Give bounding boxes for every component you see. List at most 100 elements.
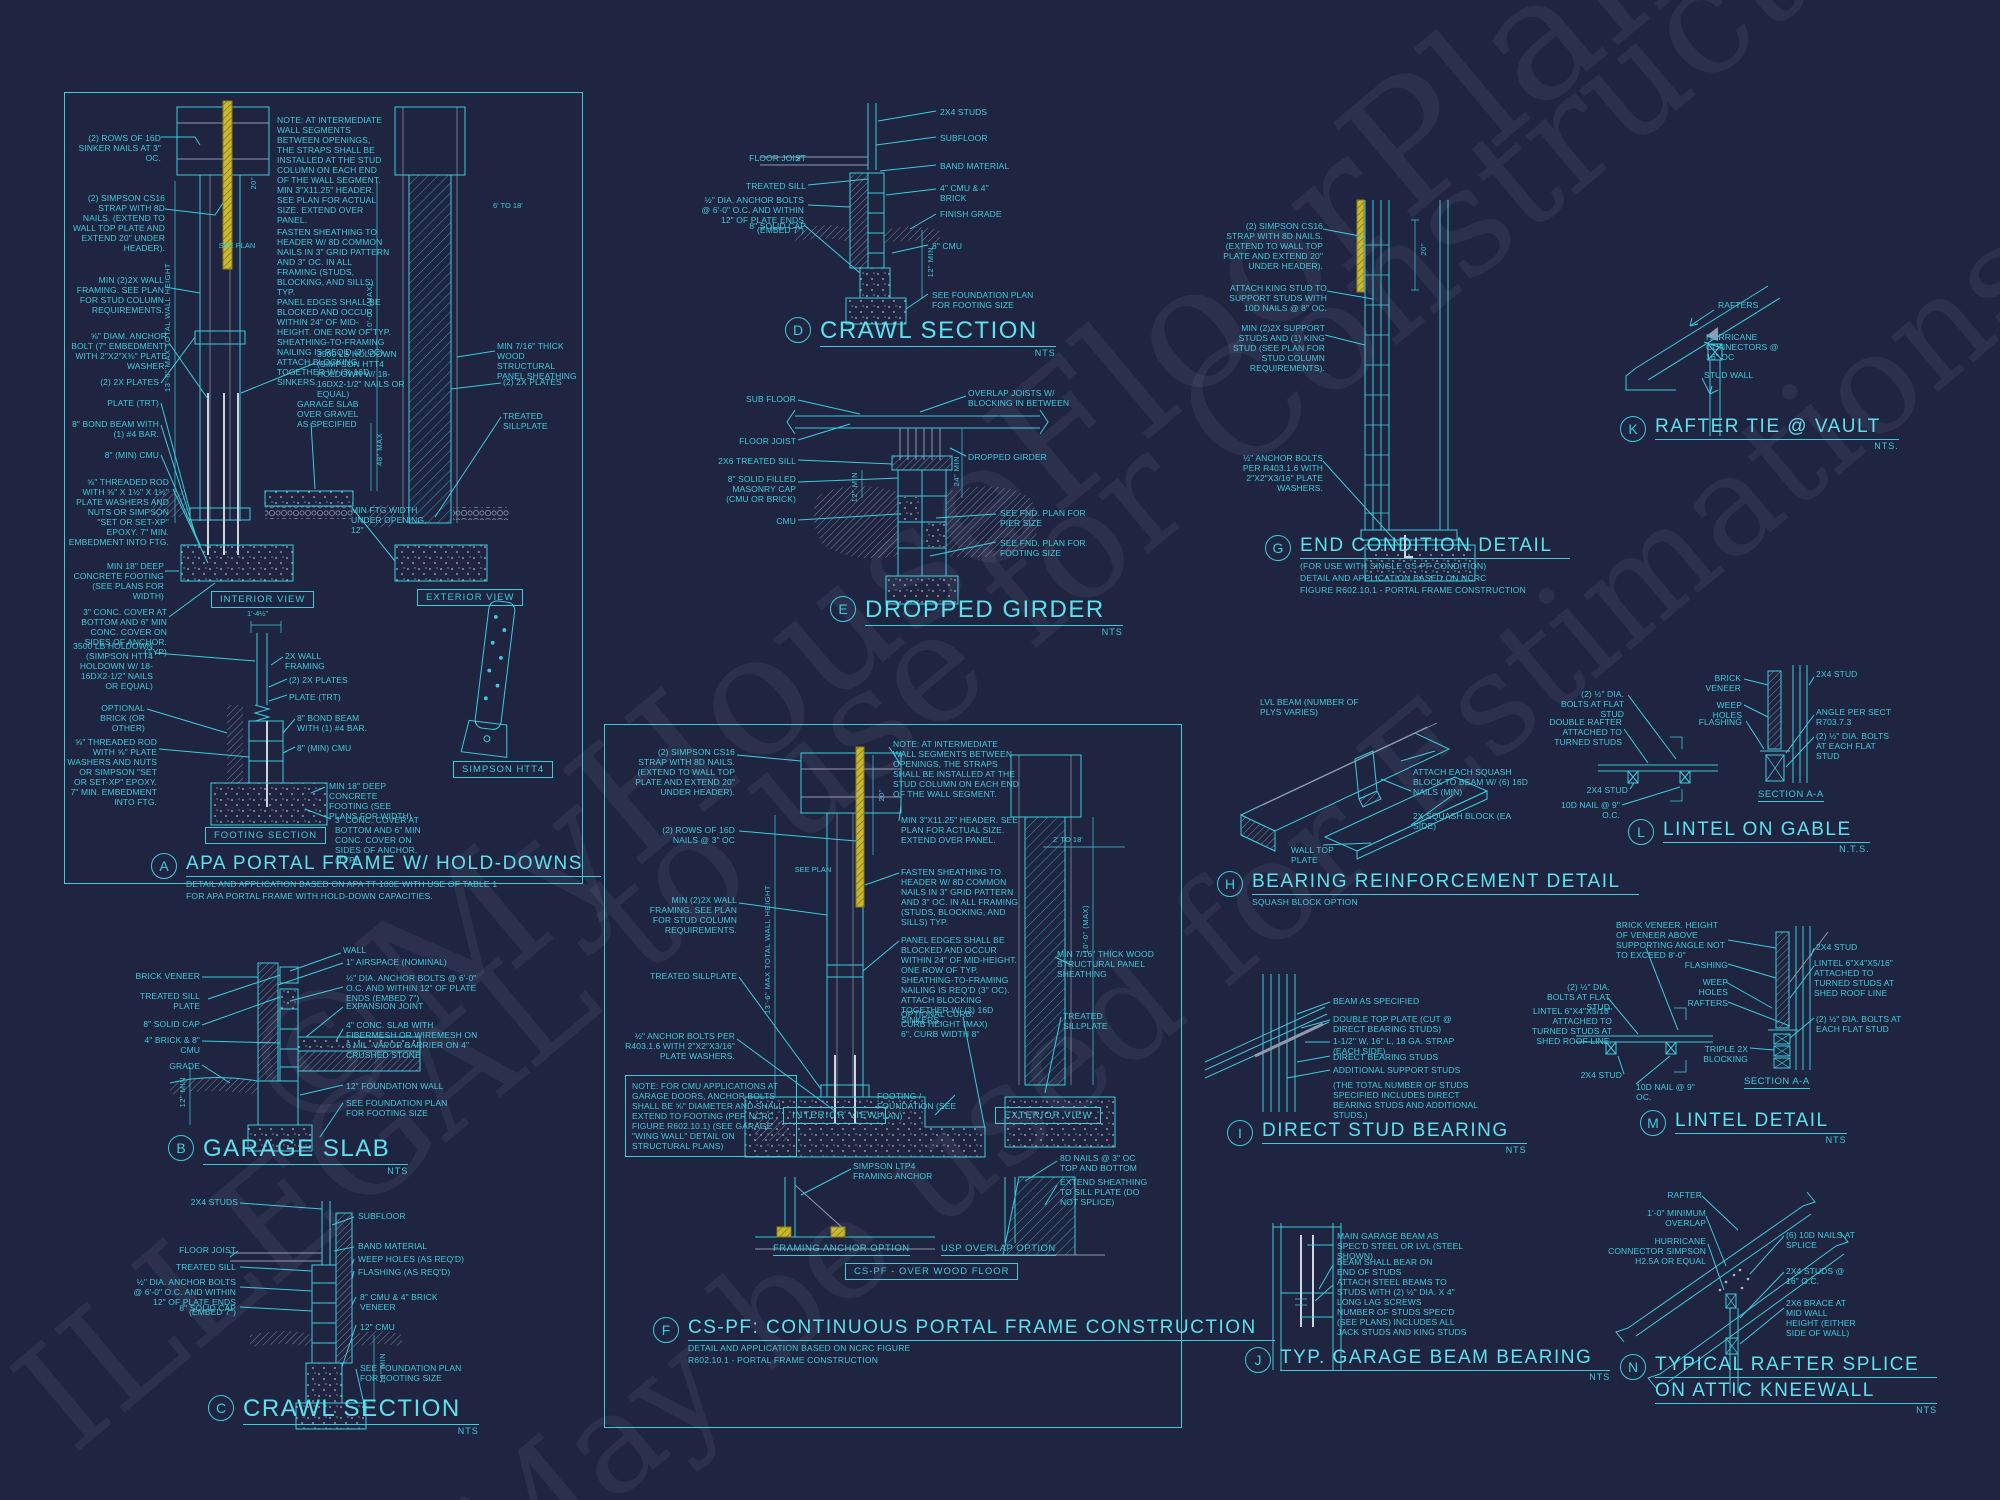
callout: (6) 10d NAILS AT SPLICE (1786, 1230, 1855, 1251)
detail-note: SQUASH BLOCK OPTION (1252, 897, 1358, 907)
detail-note: FOR APA PORTAL FRAME WITH HOLD-DOWN CAPA… (186, 891, 433, 901)
callout: 3" CONC. COVER AT BOTTOM AND 6" MIN CONC… (335, 815, 421, 866)
callout: SEE FOUNDATION PLAN FOR FOOTING SIZE (932, 290, 1034, 311)
detail-h: LVL BEAM (NUMBER OF PLYS VARIES) ATTACH … (1205, 695, 1639, 915)
section-aa-label: SECTION A-A (1758, 789, 1824, 802)
callout: 4" CONC. SLAB WITH FIBERMESH OR WIREMESH… (346, 1020, 478, 1061)
callout: MIN 7/16" THICK WOOD STRUCTURAL PANEL SH… (497, 341, 577, 382)
callout: 8" BOND BEAM WITH (1) #4 BAR. (297, 713, 368, 734)
detail-n: RAFTER 1'-0" MINIMUM OVERLAP HURRICANE C… (1598, 1178, 1938, 1428)
callout: (2) ROWS OF 16d NAILS @ 3" OC (662, 825, 735, 846)
callout: ATTACH STEEL BEAMS TO STUDS WITH (2) ½" … (1337, 1277, 1455, 1308)
detail-letter: F (653, 1317, 679, 1343)
callout: TREATED SILLPLATE (1063, 1011, 1108, 1032)
detail-e: SUB FLOOR OVERLAP JOISTS W/ BLOCKING IN … (700, 368, 1170, 637)
callout: BEAM AS SPECIFIED (1333, 996, 1420, 1006)
detail-title-b: B GARAGE SLAB NTS (168, 1135, 409, 1176)
callout: TREATED SILLPLATE (503, 411, 548, 432)
detail-title-text: DIRECT STUD BEARING (1262, 1120, 1527, 1144)
detail-title-a: A APA PORTAL FRAME W/ HOLD-DOWNS DETAIL … (151, 853, 601, 901)
callout: MIN 3"x11.25" HEADER. SEE PLAN FOR ACTUA… (277, 185, 376, 226)
f-sketch (736, 746, 1125, 1256)
callout: 2x4 STUD (1816, 942, 1858, 952)
detail-j: MAIN GARAGE BEAM AS SPEC'D STEEL OR LVL … (1245, 1205, 1611, 1395)
detail-title-text: DROPPED GIRDER (865, 596, 1123, 626)
a-sketch (146, 100, 516, 826)
callout: 8" CMU & 4" BRICK VENEER (360, 1292, 438, 1313)
detail-title-text: CS-PF: CONTINUOUS PORTAL FRAME CONSTRUCT… (688, 1317, 1275, 1341)
detail-title-f: F CS-PF: CONTINUOUS PORTAL FRAME CONSTRU… (653, 1317, 1275, 1365)
detail-title-text: RAFTER TIE @ VAULT (1655, 416, 1899, 440)
callout: SUBFLOOR (358, 1211, 406, 1221)
callout: 12" FOUNDATION WALL (346, 1081, 444, 1091)
callout: STUD WALL (1704, 370, 1754, 380)
callout: FOOTING / FOUNDATION (SEE PLAN) (877, 1091, 957, 1122)
callout: SEE FOUNDATION PLAN FOR FOOTING SIZE (346, 1098, 448, 1119)
callout: LINTEL 6"x4"x5/16" ATTACHED TO TURNED ST… (1814, 958, 1895, 999)
callout: TREATED SILL (745, 181, 806, 191)
detail-note: R602.10.1 - PORTAL FRAME CONSTRUCTION (688, 1355, 879, 1365)
e-sketch (786, 395, 1049, 605)
callout: ½" DIA. ANCHOR BOLTS @ 6'-0" O.C. AND WI… (346, 973, 477, 1004)
callout: TREATED SILLPLATE (650, 971, 737, 981)
dim-ftg-width: 1'-4½" (247, 609, 269, 618)
callout: (2) ROWS OF 16d SINKER NAILS AT 3" OC. (78, 133, 161, 164)
l-sketch (1598, 665, 1815, 806)
callout: BRICK VENEER (1705, 673, 1741, 694)
callout: 8" SOLID FILLED MASONRY CAP (CMU OR BRIC… (726, 474, 796, 505)
callout: OPTIONAL BRICK (OR OTHER) (100, 703, 145, 734)
detail-letter: M (1640, 1110, 1666, 1136)
callout: PLATE (TRT) (289, 692, 341, 702)
cspf-over-wood-floor-label: CS-PF - OVER WOOD FLOOR (845, 1263, 1019, 1280)
callout: GRADE (169, 1061, 200, 1071)
callout: SEE FOUNDATION PLAN FOR FOOTING SIZE (360, 1363, 462, 1384)
nts-label: NTS (1505, 1145, 1527, 1155)
callout: ⅝" DIAM. ANCHOR BOLT (7" EMBEDMENT) WITH… (71, 331, 167, 372)
callout: MIN FTG WIDTH UNDER OPENING, 12" (351, 505, 427, 536)
callout: WEEP HOLES (1712, 700, 1742, 721)
callout: OPTIONAL CURB: CURB HEIGHT (MAX) 6", CUR… (901, 1009, 988, 1040)
detail-m: BRICK VENEER. HEIGHT OF VENEER ABOVE SUP… (1528, 918, 1906, 1168)
callout: GARAGE SLAB OVER GRAVEL AS SPECIFIED (297, 399, 359, 430)
nts-label: NTS (1034, 348, 1056, 358)
callout: TREATED SILL (175, 1262, 236, 1272)
cmu-note-box: NOTE: FOR CMU APPLICATIONS AT GARAGE DOO… (625, 1075, 797, 1158)
callout: MIN 7/16" THICK WOOD STRUCTURAL PANEL SH… (1057, 949, 1154, 980)
see-plan-label: SEE PLAN (218, 241, 256, 250)
callout: 2x WALL FRAMING (285, 651, 325, 672)
callout: ½" ANCHOR BOLTS PER R403.1.6 WITH 2"x2"x… (1242, 453, 1323, 494)
interior-view-label: INTERIOR VIEW (783, 1107, 887, 1124)
d-sketch (760, 103, 940, 325)
callout: 4" CMU & 4" BRICK (940, 183, 989, 204)
callout: (2) SIMPSON CS16 STRAP WITH 8d NAILS. (E… (635, 747, 735, 798)
detail-title-d: D CRAWL SECTION NTS (785, 317, 1056, 358)
j-sketch (1272, 1223, 1342, 1370)
detail-title-text: CRAWL SECTION (243, 1395, 479, 1425)
callout: FLOOR JOIST (179, 1245, 236, 1255)
callout: DOUBLE TOP PLATE (CUT @ DIRECT BEARING S… (1333, 1014, 1452, 1035)
detail-title-text: APA PORTAL FRAME W/ HOLD-DOWNS (186, 853, 601, 877)
exterior-view-label: EXTERIOR VIEW (995, 1107, 1102, 1124)
detail-title-text: LINTEL DETAIL (1675, 1110, 1847, 1134)
simpson-htt4-label: SIMPSON HTT4 (453, 761, 554, 778)
nts-label: NTS (457, 1426, 479, 1436)
detail-title-text: LINTEL ON GABLE (1663, 819, 1870, 843)
callout: (2) 2x PLATES (100, 377, 159, 387)
dim-max: 10'-0" (MAX) (365, 283, 374, 332)
detail-title-text: CRAWL SECTION (820, 317, 1056, 347)
callout: 8" (MIN) CMU (297, 743, 352, 753)
dim-max: 10'-0" (MAX) (1081, 905, 1090, 954)
detail-letter: K (1620, 416, 1646, 442)
callout: LVL BEAM (NUMBER OF PLYS VARIES) (1260, 697, 1359, 718)
callout: DROPPED GIRDER (968, 452, 1047, 462)
detail-letter: D (785, 317, 811, 343)
callout: WALL TOP PLATE (1291, 845, 1334, 866)
callout: FLOOR JOIST (749, 153, 806, 163)
detail-note: DETAIL AND APPLICATION BASED ON NCRC FIG… (688, 1343, 911, 1353)
h-sketch (1239, 722, 1489, 860)
i-sketch (1205, 974, 1331, 1112)
callout: ½" ANCHOR BOLTS PER R403.1.6 WITH 2"x2"x… (625, 1031, 735, 1062)
callout: 2x4 STUDS (190, 1197, 238, 1207)
callout: FLOOR JOIST (739, 436, 796, 446)
callout: FLASHING (AS REQ'D) (358, 1267, 451, 1277)
